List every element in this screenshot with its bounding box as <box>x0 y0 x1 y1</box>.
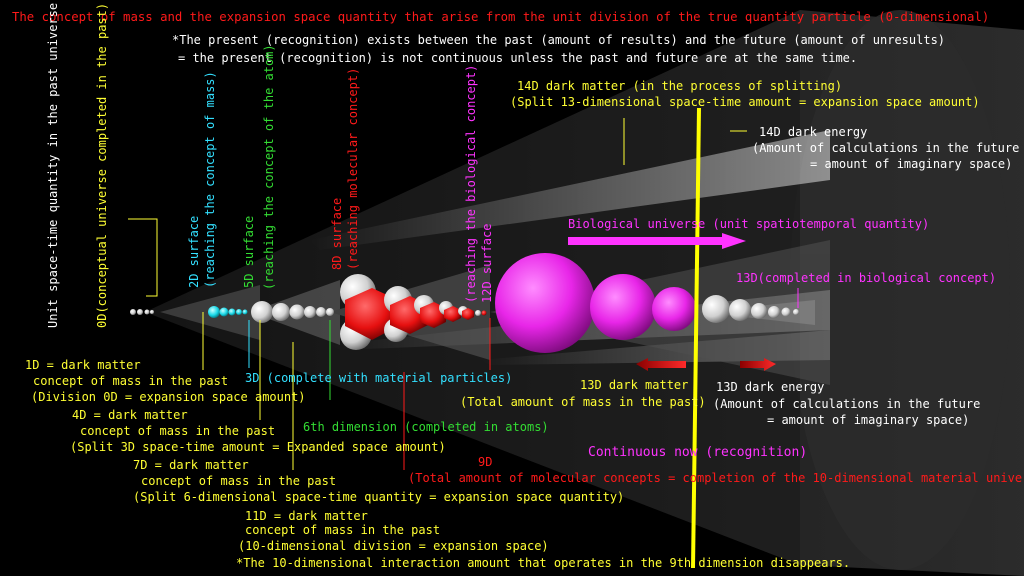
d9-title: 9D <box>478 455 493 469</box>
footnote: *The 10-dimensional interaction amount t… <box>236 556 851 570</box>
surface-12d-desc: (reaching the biological concept) <box>464 64 478 303</box>
leader-lines-red <box>403 318 491 470</box>
d7-line2: concept of mass in the past <box>141 474 337 488</box>
present-note-line1: *The present (recognition) exists betwee… <box>172 33 946 47</box>
surface-8d-desc: (reaching molecular concept) <box>346 67 360 270</box>
d1-line2: concept of mass in the past <box>33 374 229 388</box>
surface-2d-label: 2D surface <box>187 215 201 288</box>
d6-label: 6th dimension (completed in atoms) <box>303 420 549 434</box>
d13-dark-energy-title: 13D dark energy <box>716 380 825 394</box>
cyan-spheres <box>208 306 248 318</box>
present-line <box>691 107 701 569</box>
d1-line3: (Division 0D = expansion space amount) <box>31 390 306 404</box>
biological-completion-spheres <box>702 295 799 323</box>
d11-line2: concept of mass in the past <box>245 523 441 537</box>
d9-desc: (Total amount of molecular concepts = co… <box>408 471 1024 485</box>
d14-dark-energy-line2: (Amount of calculations in the future <box>752 141 1020 155</box>
zero-d-label: 0D(conceptual universe completed in the … <box>95 2 109 328</box>
d13-dark-energy-line2: (Amount of calculations in the future <box>713 397 981 411</box>
d1-title: 1D = dark matter <box>25 358 141 372</box>
d13-dark-energy-line3: = amount of imaginary space) <box>767 413 970 427</box>
d4-line3: (Split 3D space-time amount = Expanded s… <box>70 440 446 454</box>
d13-completed-label: 13D(completed in biological concept) <box>736 271 997 285</box>
molecule-spheres <box>340 274 487 350</box>
d14-dark-energy-title: 14D dark energy <box>759 125 868 139</box>
d3-label: 3D (complete with material particles) <box>245 371 513 385</box>
surface-12d-label: 12D surface <box>480 223 494 303</box>
surface-5d-label: 5D surface <box>242 215 256 288</box>
d7-line3: (Split 6-dimensional space-time quantity… <box>133 490 625 504</box>
d14-dark-matter-title: 14D dark matter (in the process of split… <box>517 79 843 93</box>
leader-lines-yellow <box>128 118 747 470</box>
d13-dark-matter-desc: (Total amount of mass in the past) <box>460 395 706 409</box>
d13-dark-matter-title: 13D dark matter <box>580 378 689 392</box>
red-arrows <box>636 358 776 371</box>
biological-spheres <box>495 253 696 353</box>
d7-title: 7D = dark matter <box>133 458 249 472</box>
d11-line3: (10-dimensional division = expansion spa… <box>238 539 549 553</box>
d4-line2: concept of mass in the past <box>80 424 276 438</box>
surface-5d-desc: (reaching the concept of the atom) <box>262 44 276 290</box>
unit-space-time-label: Unit space-time quantity in the past uni… <box>46 2 60 328</box>
surface-2d-desc: (reaching the concept of mass) <box>203 71 217 288</box>
origin-spheres <box>130 309 154 315</box>
page-title: The concept of mass and the expansion sp… <box>12 10 990 24</box>
present-note-line2: = the present (recognition) is not conti… <box>178 51 858 65</box>
d14-dark-energy-line3: = amount of imaginary space) <box>810 157 1013 171</box>
d4-title: 4D = dark matter <box>72 408 188 422</box>
surface-8d-label: 8D surface <box>330 197 344 270</box>
continuous-now-label: Continuous now (recognition) <box>588 445 808 460</box>
d11-title: 11D = dark matter <box>245 509 368 523</box>
biological-arrow <box>568 233 746 249</box>
d14-dark-matter-desc: (Split 13-dimensional space-time amount … <box>510 95 980 109</box>
biological-universe-label: Biological universe (unit spatiotemporal… <box>568 217 930 231</box>
grey-atom-spheres <box>251 301 334 323</box>
